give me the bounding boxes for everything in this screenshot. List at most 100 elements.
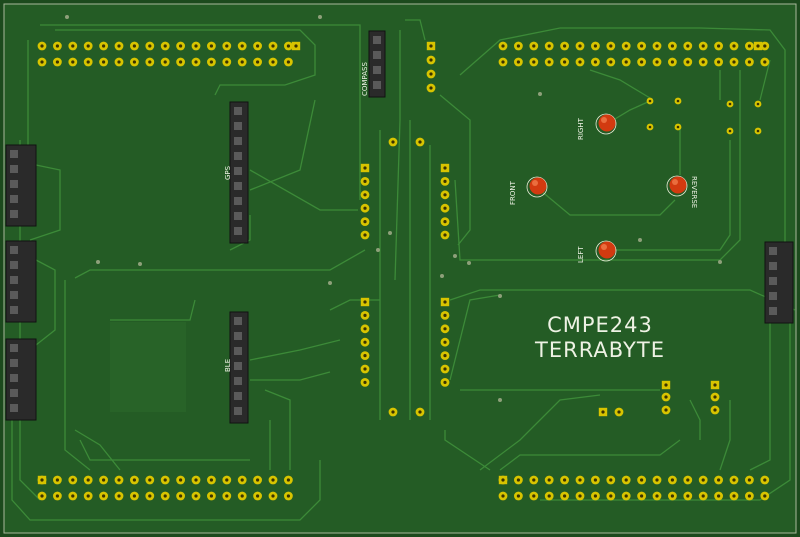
small-pad-hole [648, 125, 652, 129]
pad-hole [593, 478, 598, 482]
pad-hole [363, 193, 367, 197]
pad-hole [179, 44, 183, 48]
pad-hole [532, 44, 536, 48]
trace [589, 69, 651, 99]
via [318, 15, 322, 19]
pad-hole [148, 44, 152, 48]
pad-hole [443, 179, 447, 183]
pad-hole [240, 478, 244, 482]
pad-hole [194, 494, 198, 498]
pad-hole [225, 44, 229, 48]
pad-hole [717, 494, 721, 498]
pad-hole [516, 478, 521, 482]
pad-hole [418, 410, 422, 414]
pad-hole [501, 478, 505, 482]
pad-hole [256, 494, 260, 498]
trace [249, 339, 341, 361]
pad-hole [429, 86, 433, 90]
pad-hole [593, 44, 598, 48]
pad-hole [563, 60, 567, 64]
pad-hole [655, 478, 659, 482]
led-highlight [672, 179, 678, 185]
connector-pin [234, 317, 242, 325]
trace [249, 99, 316, 191]
pad-hole [179, 60, 183, 64]
led-highlight [601, 244, 607, 250]
pad-hole [209, 44, 213, 48]
connector-pin [10, 306, 18, 314]
copper-traces [11, 19, 796, 521]
small-pad-hole [676, 125, 680, 129]
connector-pin [234, 332, 242, 340]
pad-hole [363, 313, 367, 317]
pad-hole [102, 478, 106, 482]
pad-hole [655, 60, 659, 64]
connector-pin [10, 150, 18, 158]
pad-hole [240, 494, 244, 498]
pad-hole [547, 44, 551, 48]
pad-hole [55, 494, 60, 498]
trace [11, 360, 321, 521]
vias [65, 15, 722, 402]
pad-hole [40, 478, 44, 482]
trace [689, 399, 701, 440]
connector-pin [10, 180, 18, 188]
via [328, 281, 332, 285]
pad-hole [624, 60, 628, 64]
pad-hole [240, 44, 244, 48]
pad-hole [256, 60, 260, 64]
pad-hole [86, 60, 90, 64]
pad-hole [624, 494, 628, 498]
pad-hole [271, 60, 275, 64]
small-pad-hole [728, 129, 732, 133]
pad-hole [163, 44, 167, 48]
pad-hole [443, 327, 447, 331]
pad-hole [209, 478, 213, 482]
pad-hole [225, 494, 229, 498]
pad-hole [701, 44, 705, 48]
label-reverse: REVERSE [690, 176, 698, 208]
pad-hole [132, 60, 136, 64]
via [440, 274, 444, 278]
small-pad-hole [676, 99, 680, 103]
connector-pin [10, 291, 18, 299]
pad-hole [670, 478, 675, 482]
trace [719, 400, 731, 471]
pad-hole [501, 494, 505, 498]
pad-hole [429, 72, 433, 76]
pad-hole [578, 60, 582, 64]
pad-hole [363, 179, 367, 183]
trace [110, 299, 196, 321]
pad-hole [286, 494, 290, 498]
pad-hole [363, 367, 367, 371]
pad-hole [132, 44, 136, 48]
pad-hole [563, 44, 567, 48]
pad-hole [363, 166, 367, 170]
pad-hole [717, 60, 721, 64]
pad-hole [640, 494, 644, 498]
pad-hole [624, 44, 628, 48]
pad-hole [763, 44, 767, 48]
pad-hole [640, 60, 644, 64]
connector-pin [10, 389, 18, 397]
label-ble: BLE [224, 359, 232, 372]
pad-hole [713, 408, 717, 412]
pad-hole [501, 60, 505, 64]
pad-hole [593, 60, 598, 64]
pad-hole [686, 44, 690, 48]
pad-hole [148, 478, 152, 482]
pad-hole [655, 44, 659, 48]
connector-pin [10, 359, 18, 367]
pad-hole [664, 408, 668, 412]
pad-hole [102, 494, 106, 498]
pad-hole [256, 44, 260, 48]
trace [40, 24, 361, 200]
pad-hole [578, 44, 582, 48]
pad-hole [363, 340, 367, 344]
pad-hole [117, 478, 121, 482]
trace [459, 27, 786, 290]
pad-hole [732, 44, 736, 48]
connector-pin [234, 362, 242, 370]
pad-hole [717, 44, 721, 48]
pad-hole [617, 410, 621, 414]
